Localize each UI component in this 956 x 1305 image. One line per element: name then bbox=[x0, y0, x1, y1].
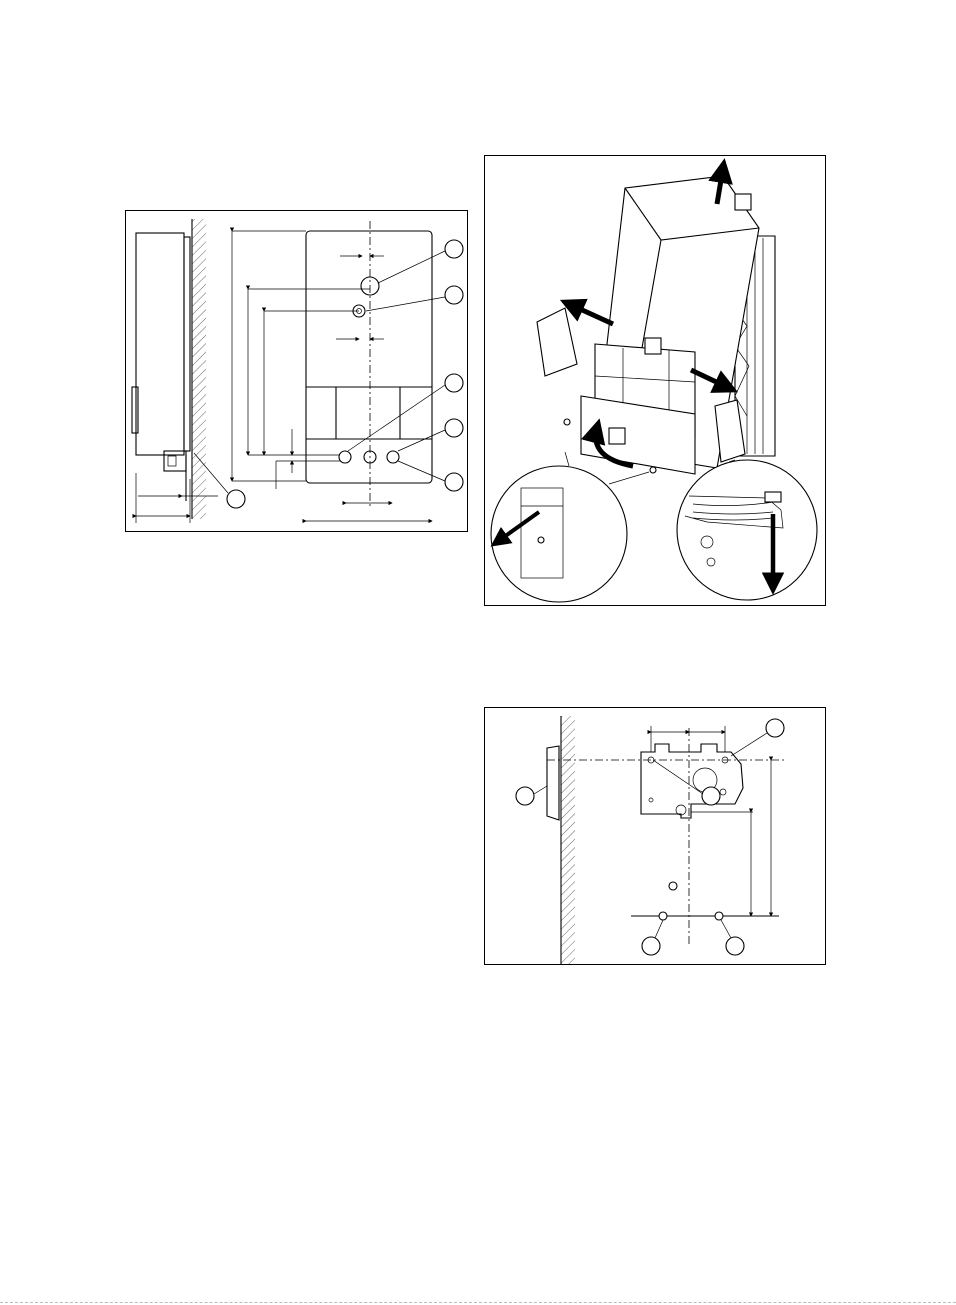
casing-removal-drawing bbox=[485, 156, 827, 607]
detail-left bbox=[491, 466, 627, 602]
page-bottom-rule bbox=[0, 1302, 956, 1303]
detail-right bbox=[677, 460, 817, 600]
front-view bbox=[306, 221, 432, 506]
casing-removal-figure bbox=[484, 155, 826, 606]
mounting-bracket-figure bbox=[484, 707, 826, 965]
wall-hatching bbox=[561, 716, 575, 964]
callout-circles bbox=[194, 240, 463, 508]
bracket-plate bbox=[641, 744, 743, 818]
side-bracket bbox=[547, 746, 559, 820]
wall-mounting-dimensions-figure bbox=[125, 210, 468, 532]
bracket-drawing bbox=[485, 708, 827, 966]
dimension-drawing bbox=[126, 211, 469, 533]
side-panel-left bbox=[537, 308, 577, 376]
side-view bbox=[132, 233, 190, 501]
wall-hatching bbox=[192, 219, 206, 519]
side-panel-right bbox=[715, 400, 745, 462]
